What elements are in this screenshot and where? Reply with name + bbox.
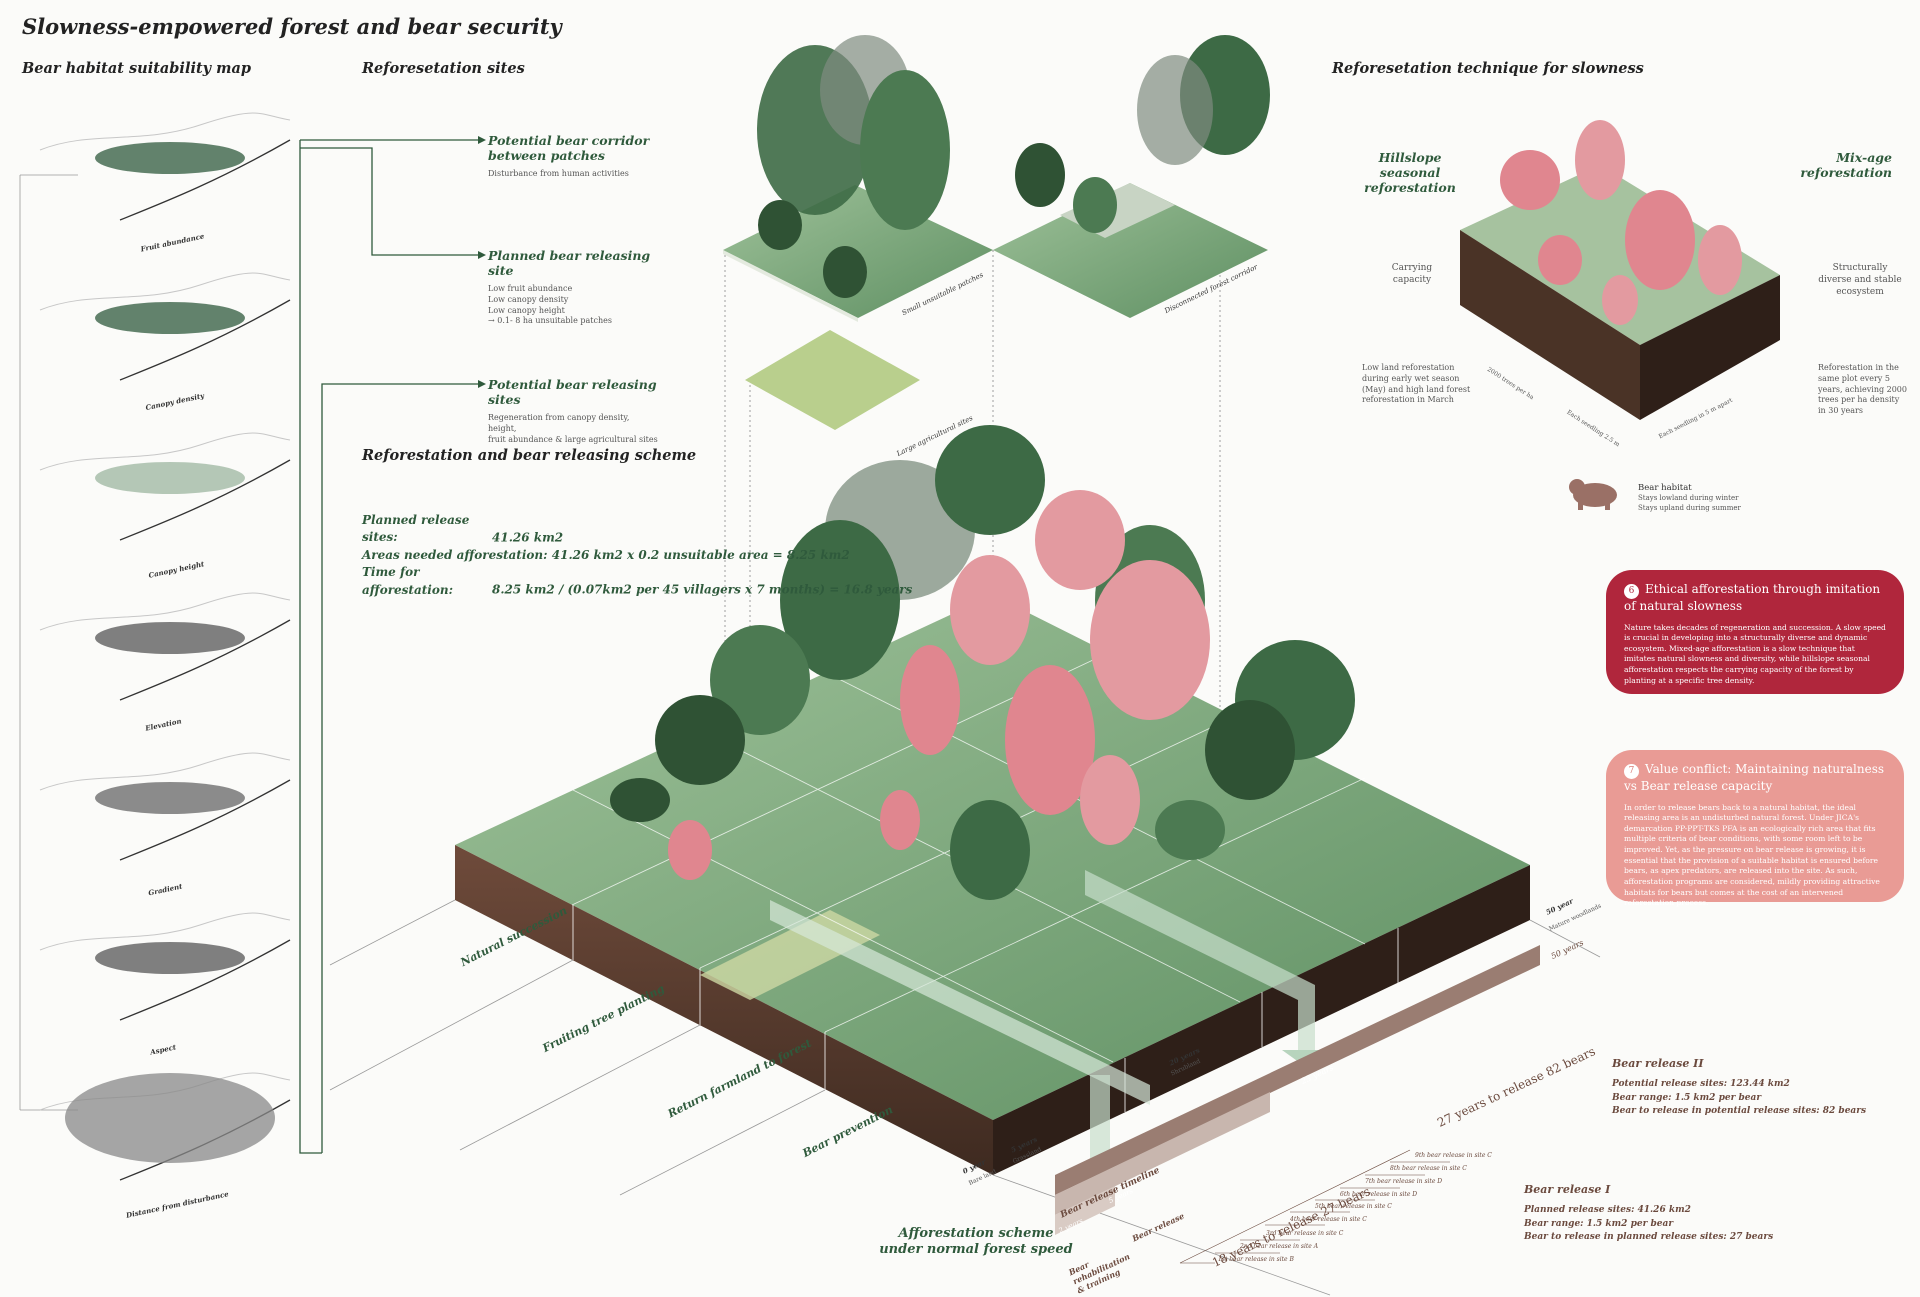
release-6: 6th bear release in site D <box>1340 1191 1418 1198</box>
site-corridor-name: Potential bear corridor between patches <box>488 133 650 163</box>
card6-body: Nature takes decades of regeneration and… <box>1624 622 1886 685</box>
site-planned-name: Planned bear releasing site <box>488 248 651 278</box>
agri-tile <box>745 330 920 430</box>
release-3: 3rd bear release in site C <box>1266 1230 1344 1237</box>
habitat-map <box>39 912 291 1021</box>
site-planned-desc: Low fruit abundance Low canopy density L… <box>488 284 612 326</box>
sites-heading: Reforesetation sites <box>362 60 525 77</box>
technique-diverse: Structurally diverse and stable ecosyste… <box>1818 263 1902 298</box>
bear-habitat-line1: Stays lowland during winter <box>1638 494 1739 503</box>
habitat-map <box>39 112 291 221</box>
afforestation-scheme-caption: Afforestation scheme under normal forest… <box>879 1226 1073 1258</box>
bear-release-1-title: Bear release I <box>1524 1183 1611 1196</box>
technique-plot: Reforestation in the same plot every 5 y… <box>1818 363 1907 416</box>
scheme-row-area: Areas needed afforestation: 41.26 km2 x … <box>362 547 850 562</box>
scheme-row-release: Planned release sites:41.26 km2 <box>362 513 564 545</box>
card7-body: In order to release bears back to a natu… <box>1624 802 1880 908</box>
tile-trees <box>757 35 1270 298</box>
release-4: 4th bear release in site C <box>1290 1216 1367 1223</box>
site-potential: Potential bear releasing sites Regenerat… <box>488 377 658 445</box>
bear-release-1-l2: Bear range: 1.5 km2 per bear <box>1524 1218 1674 1229</box>
habitat-map <box>39 1072 291 1181</box>
technique-carrying: Carrying capacity <box>1391 263 1433 286</box>
connector-arrowheads <box>478 136 486 388</box>
release-2: 2nd bear release in site A <box>1240 1243 1319 1250</box>
bear-release-1-l3: Bear to release in planned release sites… <box>1524 1232 1774 1242</box>
site-potential-name: Potential bear releasing sites <box>488 377 657 407</box>
bear-habitat-title: Bear habitat <box>1638 483 1692 493</box>
bear-release-2-l1: Potential release sites: 123.44 km2 <box>1612 1079 1790 1089</box>
habitat-map <box>39 752 291 861</box>
bear-release-2-l2: Bear range: 1.5 km2 per bear <box>1612 1092 1762 1103</box>
bear-release-1-l1: Planned release sites: 41.26 km2 <box>1524 1205 1691 1215</box>
habitat-map <box>39 592 291 701</box>
release-8: 8th bear release in site C <box>1390 1165 1467 1172</box>
release-9: 9th bear release in site C <box>1415 1152 1492 1159</box>
habitat-maps <box>19 112 291 1181</box>
site-connectors <box>299 139 478 1154</box>
site-planned: Planned bear releasing site Low fruit ab… <box>488 248 658 327</box>
technique-block <box>1460 120 1780 420</box>
technique-mixage: Mix-age reforestation <box>1800 150 1892 180</box>
release-1: 1st bear release in site B <box>1218 1256 1294 1263</box>
habitat-map <box>39 272 291 381</box>
release-5: 5th bear release in site C <box>1315 1203 1392 1210</box>
release-7: 7th bear release in site D <box>1365 1178 1443 1185</box>
bear-release-2-title: Bear release II <box>1612 1057 1704 1070</box>
bear-release-2-l3: Bear to release in potential release sit… <box>1612 1106 1867 1116</box>
habitat-map <box>39 432 291 541</box>
scheme-row-time: Time for afforestation:8.25 km2 / (0.07k… <box>362 565 913 597</box>
site-corridor-desc: Disturbance from human activities <box>488 169 629 178</box>
bear-release-2: Bear release II Potential release sites:… <box>1612 1057 1866 1119</box>
site-corridor: Potential bear corridor between patches … <box>488 133 658 180</box>
release-ladder <box>1179 1149 1450 1264</box>
bear-release-1: Bear release I Planned release sites: 41… <box>1524 1183 1773 1245</box>
site-potential-desc: Regeneration from canopy density, height… <box>488 413 658 444</box>
bear-habitat-legend: Bear habitat Stays lowland during winter… <box>1638 483 1741 513</box>
bear-icon <box>1569 479 1617 510</box>
page-title: Slowness-empowered forest and bear secur… <box>22 14 562 39</box>
scheme-calculation: Planned release sites:41.26 km2 Areas ne… <box>362 512 912 599</box>
flow-arrows <box>770 870 1332 1192</box>
bear-habitat-line2: Stays upland during summer <box>1638 503 1741 512</box>
axis-lines <box>329 899 1601 1296</box>
scheme-heading: Reforestation and bear releasing scheme <box>362 447 697 464</box>
timeline-bars <box>1055 945 1540 1235</box>
habitat-map-heading: Bear habitat suitability map <box>22 60 252 77</box>
technique-hillslope: Hillslope seasonal reforestation <box>1364 150 1456 195</box>
technique-heading: Reforesetation technique for slowness <box>1332 60 1644 77</box>
forest-canopy <box>610 425 1355 900</box>
technique-lowland: Low land reforestation during early wet … <box>1362 363 1471 405</box>
